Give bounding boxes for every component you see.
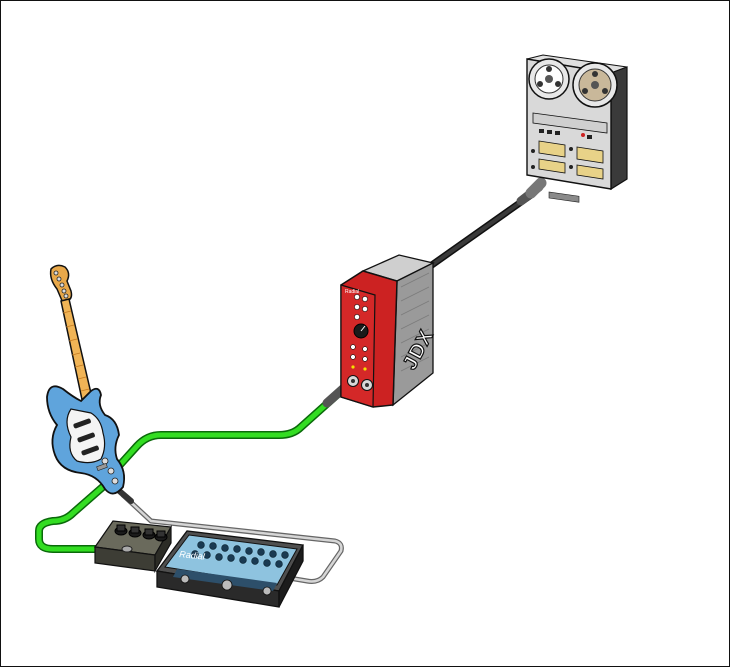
cable-jdx-to-recorder bbox=[425, 177, 547, 271]
effects-pedal: Radial bbox=[155, 530, 305, 608]
rack-brand-label: Radial bbox=[345, 289, 359, 295]
electric-guitar bbox=[46, 264, 126, 495]
cable-guitar-to-jdx bbox=[105, 382, 350, 481]
cable-guitar-to-pedal bbox=[35, 481, 109, 553]
reel-right bbox=[572, 62, 618, 108]
reel-to-reel-recorder bbox=[526, 54, 628, 203]
drive-pedal bbox=[93, 520, 172, 574]
reel-left bbox=[528, 58, 570, 100]
pedal-brand-label: Radial bbox=[179, 549, 206, 562]
jdx-module: Radial bbox=[340, 254, 435, 408]
